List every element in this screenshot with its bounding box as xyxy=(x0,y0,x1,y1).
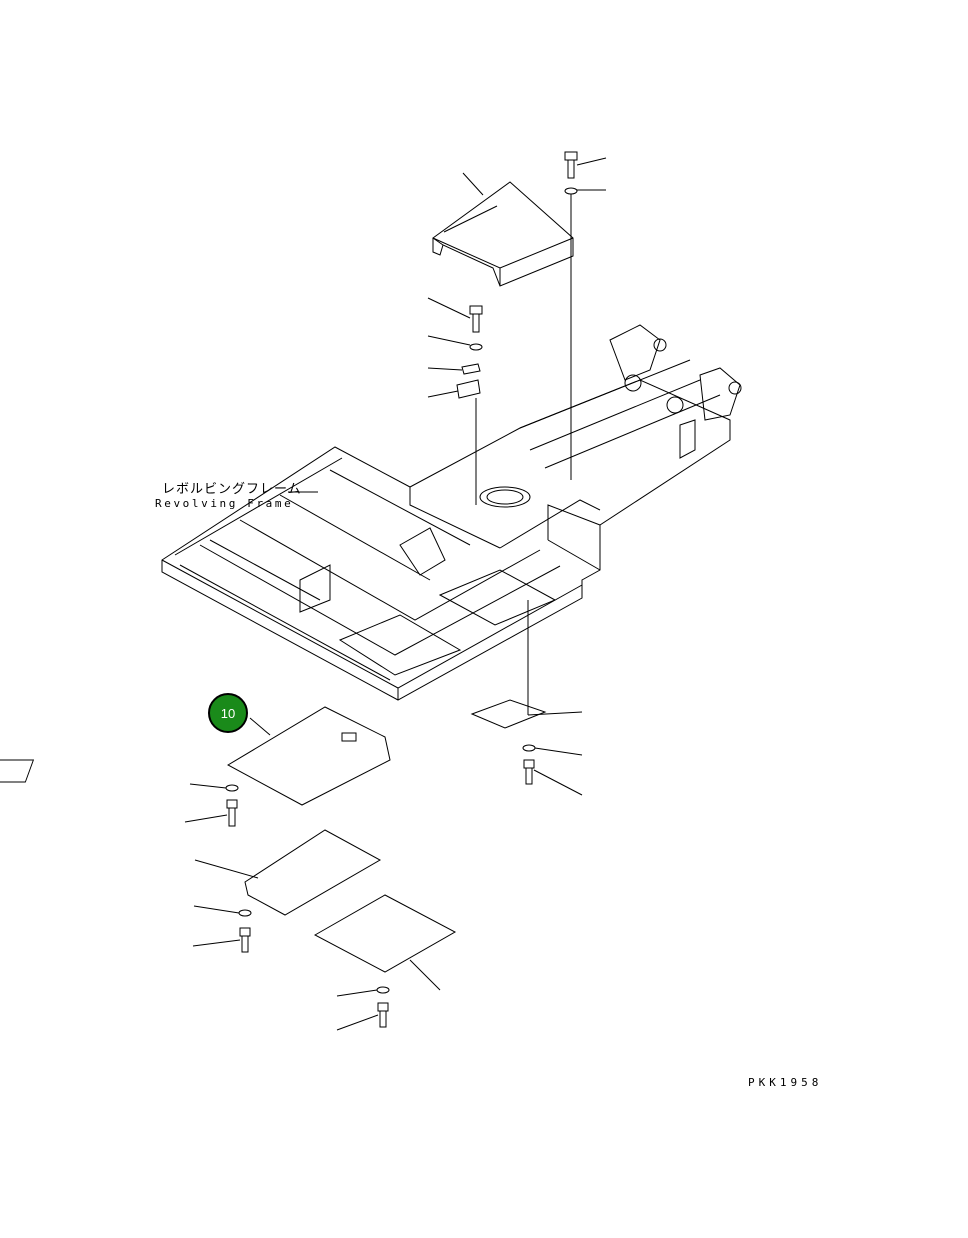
top-cover xyxy=(432,172,574,287)
mid-bolt-stack xyxy=(427,297,483,505)
small-cover-right xyxy=(470,600,583,796)
callout-number: 10 xyxy=(220,705,236,721)
under-cover-10 xyxy=(0,706,391,827)
top-bolt xyxy=(564,151,607,480)
under-cover-bottom xyxy=(313,894,457,1031)
revolving-frame xyxy=(161,324,742,701)
under-cover-middle xyxy=(192,829,382,953)
frame-label-english: Revolving Frame xyxy=(155,497,294,510)
frame-label-japanese: レボルビングフレーム xyxy=(162,482,302,497)
part-callout-10[interactable]: 10 xyxy=(208,693,248,733)
drawing-code: PKK1958 xyxy=(748,1076,823,1089)
